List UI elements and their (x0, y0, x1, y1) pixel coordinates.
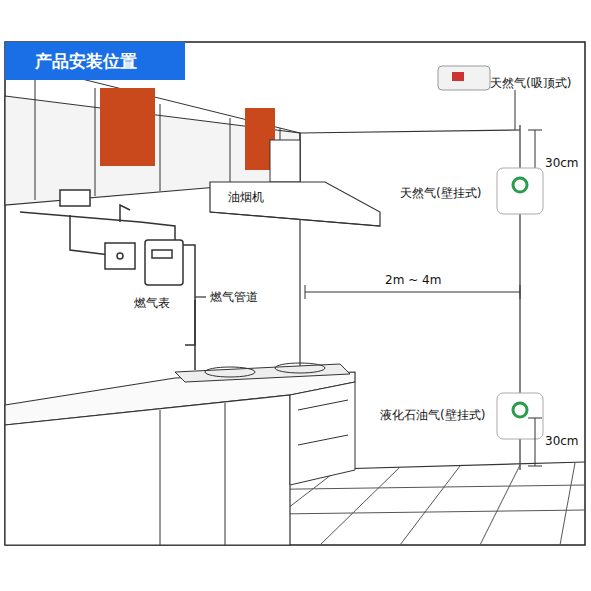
part-label: 燃气表 (134, 296, 170, 310)
dimension-label: 30cm (545, 156, 579, 170)
part-label: 油烟机 (228, 190, 264, 204)
dimension-label: 30cm (545, 434, 579, 448)
detector-label: 天然气(壁挂式) (400, 186, 481, 200)
title-banner: 产品安装位置 (5, 42, 185, 80)
detector-label: 液化石油气(壁挂式) (380, 408, 485, 422)
detector-label: 天然气(吸顶式) (490, 76, 571, 90)
part-label: 燃气管道 (210, 290, 258, 304)
dimension-label: 2m ~ 4m (385, 273, 441, 287)
